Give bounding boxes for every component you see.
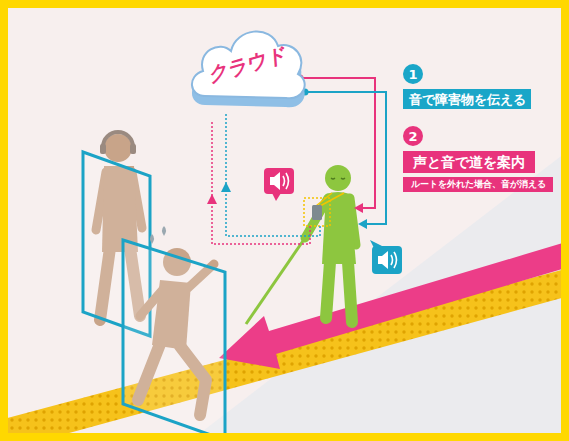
feedback-line — [300, 78, 375, 208]
callout-text: 1 — [408, 68, 417, 81]
feature-band: 声と音で道を案内 — [403, 151, 535, 173]
feature-band: 音で障害物を伝える — [403, 89, 531, 109]
icon-bubble — [372, 246, 402, 274]
sound-waves — [391, 252, 397, 268]
arrow-head — [207, 194, 217, 204]
speaker-symbol — [270, 172, 280, 190]
icon-bubble — [264, 168, 294, 194]
speaker-symbol — [378, 251, 388, 269]
speaker-icon — [370, 240, 402, 274]
detection-frame — [123, 240, 225, 440]
ear-cup — [100, 144, 106, 154]
icon-tail — [370, 240, 384, 248]
head — [325, 165, 351, 191]
upload-line — [226, 114, 320, 236]
sweat-drop — [150, 234, 154, 244]
white-cane — [246, 238, 305, 324]
cloud-node: クラウド — [185, 18, 310, 118]
band-text: ルートを外れた場合、音が消える — [411, 180, 546, 189]
device — [312, 205, 322, 220]
arrow-head — [354, 203, 363, 213]
lanyard — [320, 193, 344, 206]
icon-tail — [272, 193, 281, 201]
sweat-drop — [162, 226, 166, 236]
frame-border — [4, 4, 565, 437]
callout-text: 2 — [408, 130, 417, 143]
leg — [326, 262, 330, 318]
leg — [348, 262, 352, 322]
speaker-icon — [264, 168, 294, 201]
callout-number: 2 — [403, 126, 423, 146]
callout-number: 1 — [403, 64, 423, 84]
feedback-line — [305, 92, 386, 224]
cloud-top — [192, 31, 305, 98]
arrow-head — [221, 182, 231, 192]
headphones — [103, 132, 133, 147]
closed-eyes — [331, 178, 345, 179]
device-highlight — [304, 198, 330, 226]
note-band: ルートを外れた場合、音が消える — [403, 177, 553, 192]
band-text: 音で障害物を伝える — [409, 93, 526, 106]
band-text: 声と音で道を案内 — [413, 155, 525, 169]
ear-cup — [130, 144, 136, 154]
route-arrow — [219, 242, 569, 369]
sound-waves — [283, 173, 289, 189]
arrow-head — [358, 219, 367, 229]
